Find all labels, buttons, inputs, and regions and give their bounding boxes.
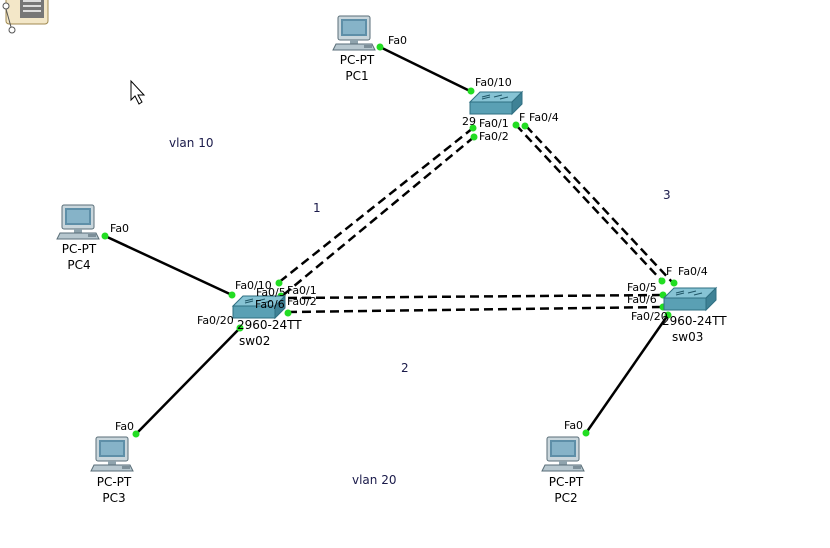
sw02-name-label: sw02 bbox=[239, 334, 270, 348]
mouse-cursor-icon bbox=[130, 79, 146, 105]
pc3-type-label: PC-PT bbox=[97, 475, 132, 489]
port-label: F bbox=[519, 111, 525, 124]
port-label: Fa0/4 bbox=[678, 265, 708, 278]
pc2-name-label: PC2 bbox=[554, 491, 577, 505]
port-dot bbox=[284, 309, 292, 317]
pc4-name-label: PC4 bbox=[67, 258, 90, 272]
note-vlan10: vlan 10 bbox=[169, 136, 213, 150]
port-label: Fa0 bbox=[110, 222, 129, 235]
port-dot bbox=[275, 279, 283, 287]
trunk-sw02-sw03-b[interactable] bbox=[287, 305, 665, 314]
port-dot bbox=[512, 121, 520, 129]
link-pc1-sw01[interactable] bbox=[379, 45, 473, 94]
pc3-name-label: PC3 bbox=[102, 491, 125, 505]
pc-icon bbox=[541, 436, 585, 472]
port-label: Fa0/6 bbox=[627, 293, 657, 306]
notes: vlan 10 vlan 20 1 2 3 bbox=[169, 136, 671, 487]
pc4-type-label: PC-PT bbox=[62, 242, 97, 256]
port-dot bbox=[521, 122, 529, 130]
port-label: Fa0/6 bbox=[255, 298, 285, 311]
sw02-device[interactable]: 2960-24TT sw02 bbox=[232, 295, 302, 348]
port-dot bbox=[376, 43, 384, 51]
port-dot bbox=[228, 291, 236, 299]
port-labels: Fa0 Fa0/10 Fa0/1 Fa0/2 F Fa0/4 Fa0 Fa0/1… bbox=[110, 34, 708, 433]
trunk-sw01-sw03-b[interactable] bbox=[525, 125, 674, 284]
pc1-type-label: PC-PT bbox=[340, 53, 375, 67]
switch-icon bbox=[469, 91, 523, 115]
port-label: Fa0/5 bbox=[627, 281, 657, 294]
pc-icon bbox=[332, 15, 376, 51]
port-label: Fa0/20 bbox=[631, 310, 668, 323]
port-label: Fa0/20 bbox=[197, 314, 234, 327]
port-dot bbox=[236, 324, 244, 332]
port-label: Fa0/2 bbox=[479, 130, 509, 143]
port-dot bbox=[101, 232, 109, 240]
port-status-dots bbox=[101, 43, 678, 438]
sw03-device[interactable]: 2960-24TT sw03 bbox=[662, 287, 727, 344]
links bbox=[104, 45, 674, 435]
pc1-name-label: PC1 bbox=[345, 69, 368, 83]
pc-icon bbox=[90, 436, 134, 472]
port-label: Fa0 bbox=[388, 34, 407, 47]
note-link-1: 1 bbox=[313, 201, 321, 215]
pc4-device[interactable]: PC-PT PC4 bbox=[56, 204, 100, 272]
port-label: Fa0/10 bbox=[475, 76, 512, 89]
link-pc4-sw02[interactable] bbox=[104, 234, 233, 297]
port-dot bbox=[582, 429, 590, 437]
sw01-device[interactable]: 29 bbox=[462, 91, 523, 128]
port-label: Fa0/4 bbox=[529, 111, 559, 124]
sw01-model-label: 29 bbox=[462, 115, 476, 128]
port-dot bbox=[664, 311, 672, 319]
link-pc2-sw03[interactable] bbox=[584, 314, 670, 434]
trunk-sw02-sw03-a[interactable] bbox=[287, 293, 665, 300]
pc3-device[interactable]: PC-PT PC3 bbox=[90, 436, 134, 505]
sw03-name-label: sw03 bbox=[672, 330, 703, 344]
port-dot bbox=[469, 124, 477, 132]
port-label: Fa0/2 bbox=[287, 295, 317, 308]
pc1-device[interactable]: PC-PT PC1 bbox=[332, 15, 376, 83]
sw02-model-label: 2960-24TT bbox=[237, 318, 302, 332]
port-label: Fa0/5 bbox=[256, 286, 286, 299]
sw03-model-label: 2960-24TT bbox=[662, 314, 727, 328]
pc-icon bbox=[56, 204, 100, 240]
note-link-2: 2 bbox=[401, 361, 409, 375]
trunk-sw01-sw02-a[interactable] bbox=[277, 127, 474, 284]
port-label: Fa0 bbox=[564, 419, 583, 432]
note-vlan20: vlan 20 bbox=[352, 473, 396, 487]
port-label: Fa0 bbox=[115, 420, 134, 433]
note-link-3: 3 bbox=[663, 188, 671, 202]
port-label: Fa0/1 bbox=[287, 284, 317, 297]
link-pc3-sw02[interactable] bbox=[135, 327, 241, 435]
port-dot bbox=[470, 133, 478, 141]
trunk-sw01-sw03-a[interactable] bbox=[515, 124, 663, 282]
port-label: Fa0/10 bbox=[235, 279, 272, 292]
trunk-sw01-sw02-b[interactable] bbox=[281, 136, 475, 297]
port-dot bbox=[467, 87, 475, 95]
port-label: F bbox=[666, 265, 672, 278]
port-dot bbox=[670, 279, 678, 287]
pc2-device[interactable]: PC-PT PC2 bbox=[541, 436, 585, 505]
port-dot bbox=[132, 430, 140, 438]
switch-icon bbox=[663, 287, 717, 311]
port-label: Fa0/1 bbox=[479, 117, 509, 130]
port-dot bbox=[658, 277, 666, 285]
workspace-tool-icon[interactable] bbox=[2, 0, 49, 34]
pc2-type-label: PC-PT bbox=[549, 475, 584, 489]
